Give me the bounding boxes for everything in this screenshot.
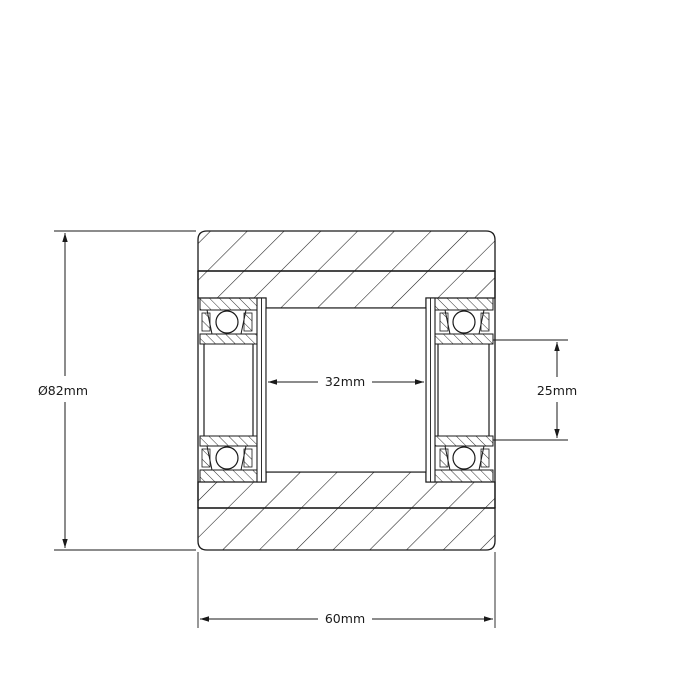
right-bearing	[425, 297, 494, 483]
left-bearing-inner-race-bottom	[199, 435, 258, 447]
tyre-bottom-section	[197, 507, 496, 551]
right-bearing-inner-race-top	[434, 333, 494, 345]
left-bearing-inner-race-top	[199, 333, 258, 345]
dimension-bearing-inner: 25mm	[493, 339, 577, 441]
dimension-bore: 32mm	[268, 374, 424, 389]
right-bearing-outer-race-bottom	[434, 469, 494, 483]
left-bearing-ball-bottom	[215, 446, 239, 470]
right-bearing-ball-bottom	[452, 446, 476, 470]
bearing-inner-label: 25mm	[537, 383, 577, 398]
outer-diameter-label: Ø82mm	[38, 383, 88, 398]
left-bearing-ball-top	[215, 310, 239, 334]
tyre-top-section	[197, 230, 496, 272]
width-label: 60mm	[325, 611, 365, 626]
right-bearing-inner-race-bottom	[434, 435, 494, 447]
right-bearing-outer-race-top	[434, 297, 494, 311]
outer-tyre	[197, 230, 496, 551]
left-bearing-outer-race-top	[199, 297, 258, 311]
dimension-outer-diameter: Ø82mm	[38, 230, 196, 551]
left-bearing-outer-race-bottom	[199, 469, 258, 483]
right-bearing-ball-top	[452, 310, 476, 334]
dimension-width: 60mm	[197, 552, 496, 628]
centre-bore	[265, 307, 427, 473]
bore-label: 32mm	[325, 374, 365, 389]
left-bearing	[199, 297, 267, 483]
